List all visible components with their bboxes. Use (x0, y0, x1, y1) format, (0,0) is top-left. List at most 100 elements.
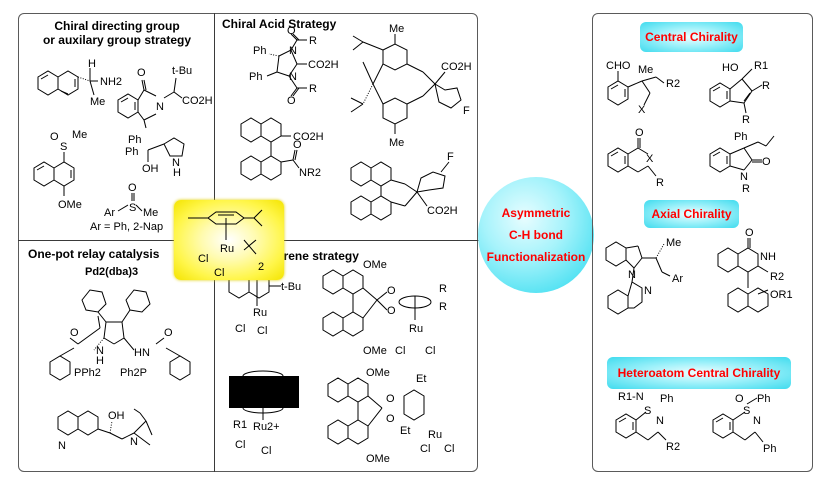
molecule-hetero-sulfoxide-thiazine: O Ph S N Ph (712, 393, 776, 455)
svg-text:CO2H: CO2H (293, 131, 324, 143)
molecule-diphenylprolinol: Ph Ph OH N H (125, 134, 185, 179)
svg-text:O: O (287, 95, 296, 107)
svg-text:Ru2+: Ru2+ (253, 421, 280, 433)
svg-text:O: O (287, 25, 296, 37)
svg-text:O: O (635, 127, 644, 139)
svg-text:F: F (447, 151, 454, 163)
svg-text:Ph: Ph (249, 71, 262, 83)
svg-text:R: R (742, 114, 750, 126)
molecule-spiro-acid: Me Me CO2H F (350, 23, 472, 149)
molecule-imidazolidine-acid: O R N N CO2H Ph Ph O R (249, 25, 339, 107)
svg-text:Ar: Ar (104, 207, 115, 219)
molecule-phthaloyl-tert-leucine: O N t-Bu CO2H (117, 65, 213, 129)
section-title-relay: One-pot relay catalysis (28, 247, 160, 261)
svg-text:O: O (387, 285, 396, 297)
svg-text:Me: Me (143, 207, 158, 219)
svg-text:N: N (58, 440, 66, 452)
svg-text:R2: R2 (770, 271, 784, 283)
svg-text:Cl: Cl (444, 443, 454, 455)
molecule-cyclophane-ru: R1 R1 Ru2+ Cl Cl (229, 370, 299, 457)
svg-text:N: N (172, 157, 180, 169)
molecule-axial-isoquinolinone: O NH R2 OR1 (717, 227, 793, 313)
molecule-naphthylethylamine: H NH2 Me (37, 58, 122, 108)
svg-text:OH: OH (142, 163, 159, 175)
svg-text:R: R (439, 301, 447, 313)
svg-text:R1-N: R1-N (618, 391, 644, 403)
svg-text:Me: Me (72, 129, 87, 141)
svg-text:O: O (50, 131, 59, 143)
tag-axial-chirality: Axial Chirality (644, 200, 739, 228)
svg-text:Et: Et (416, 373, 426, 385)
svg-text:Me: Me (389, 23, 404, 35)
svg-text:Cl: Cl (395, 345, 405, 357)
svg-text:OMe: OMe (58, 199, 82, 211)
svg-text:H: H (96, 355, 104, 367)
svg-text:Cl: Cl (257, 325, 267, 337)
svg-text:Cl: Cl (214, 267, 224, 279)
molecule-tetrahydronaphthalene-ru: t-Bu Ru Cl Cl (228, 273, 301, 337)
svg-text:R: R (309, 83, 317, 95)
svg-text:Ph: Ph (125, 146, 138, 158)
svg-text:t-Bu: t-Bu (281, 281, 301, 293)
svg-text:O: O (293, 139, 302, 151)
svg-text:N: N (740, 171, 748, 183)
molecule-biaryl-spiro-arene-ru-2: OMe OMe O O Et Et Ru Cl Cl (327, 367, 454, 465)
svg-text:t-Bu: t-Bu (172, 65, 192, 77)
pd-precatalyst: Pd2(dba)3 (85, 266, 139, 278)
svg-text:Cl: Cl (198, 253, 208, 265)
molecule-cinchona-alkaloid: N OH N (57, 408, 153, 452)
svg-text:OMe: OMe (366, 453, 390, 465)
molecule-helical-acid: F CO2H (350, 151, 458, 221)
svg-text:Me: Me (90, 96, 105, 108)
svg-text:R1: R1 (754, 60, 768, 72)
svg-text:O: O (70, 327, 79, 339)
svg-text:Cl: Cl (235, 439, 245, 451)
molecule-central-dihydrobenzofuran: CHO Me R2 X (606, 60, 680, 116)
svg-text:HN: HN (134, 347, 150, 359)
svg-text:N: N (96, 345, 104, 357)
svg-text:OMe: OMe (363, 259, 387, 271)
svg-text:S: S (60, 141, 67, 153)
svg-text:R: R (656, 177, 664, 189)
molecule-diamide-phosphine-ligand: N H HN O O PPh2 Ph2P (49, 289, 191, 381)
svg-text:O: O (762, 156, 771, 168)
svg-text:S: S (129, 202, 136, 214)
svg-text:Ph: Ph (660, 393, 673, 405)
theme-line-1: Asymmetric (501, 206, 571, 220)
svg-text:Me: Me (638, 64, 653, 76)
aryl-definition: Ar = Ph, 2-Nap (90, 221, 164, 233)
svg-text:H: H (173, 167, 181, 179)
svg-text:Ph: Ph (763, 443, 776, 455)
svg-text:OH: OH (108, 410, 125, 422)
svg-text:N: N (130, 436, 138, 448)
svg-text:N: N (753, 415, 761, 427)
molecule-axial-indole-isoquinoline: Me Ar N N (605, 237, 683, 315)
svg-text:N: N (289, 71, 297, 83)
svg-text:OMe: OMe (363, 345, 387, 357)
svg-text:O: O (735, 393, 744, 405)
molecule-binaphthyl-acid-amide: CO2H O NR2 (240, 117, 324, 181)
theme-line-2: C-H bond (509, 228, 563, 242)
svg-text:Et: Et (400, 425, 410, 437)
svg-text:Cl: Cl (235, 323, 245, 335)
chirality-types-frame (592, 13, 813, 472)
section-title-directing: Chiral directing group or auxilary group… (42, 19, 192, 47)
svg-text:Ru: Ru (428, 429, 442, 441)
svg-text:Ph: Ph (128, 134, 141, 146)
svg-text:O: O (386, 413, 395, 425)
molecule-central-indenol: HO R1 R R (709, 60, 770, 126)
svg-text:R: R (762, 80, 770, 92)
svg-text:Ph: Ph (757, 393, 770, 405)
svg-text:PPh2: PPh2 (74, 367, 101, 379)
svg-text:Cl: Cl (261, 445, 271, 457)
svg-text:NR2: NR2 (299, 167, 321, 179)
svg-text:R2: R2 (666, 441, 680, 453)
svg-text:NH: NH (760, 251, 776, 263)
svg-text:Ar: Ar (672, 273, 683, 285)
svg-text:HO: HO (722, 62, 739, 74)
tag-heteroatom-central-chirality: Heteroatom Central Chirality (607, 357, 791, 389)
svg-text:CHO: CHO (606, 60, 631, 72)
svg-text:Ph2P: Ph2P (120, 367, 147, 379)
svg-text:OMe: OMe (366, 367, 390, 379)
svg-text:Ph: Ph (253, 45, 266, 57)
